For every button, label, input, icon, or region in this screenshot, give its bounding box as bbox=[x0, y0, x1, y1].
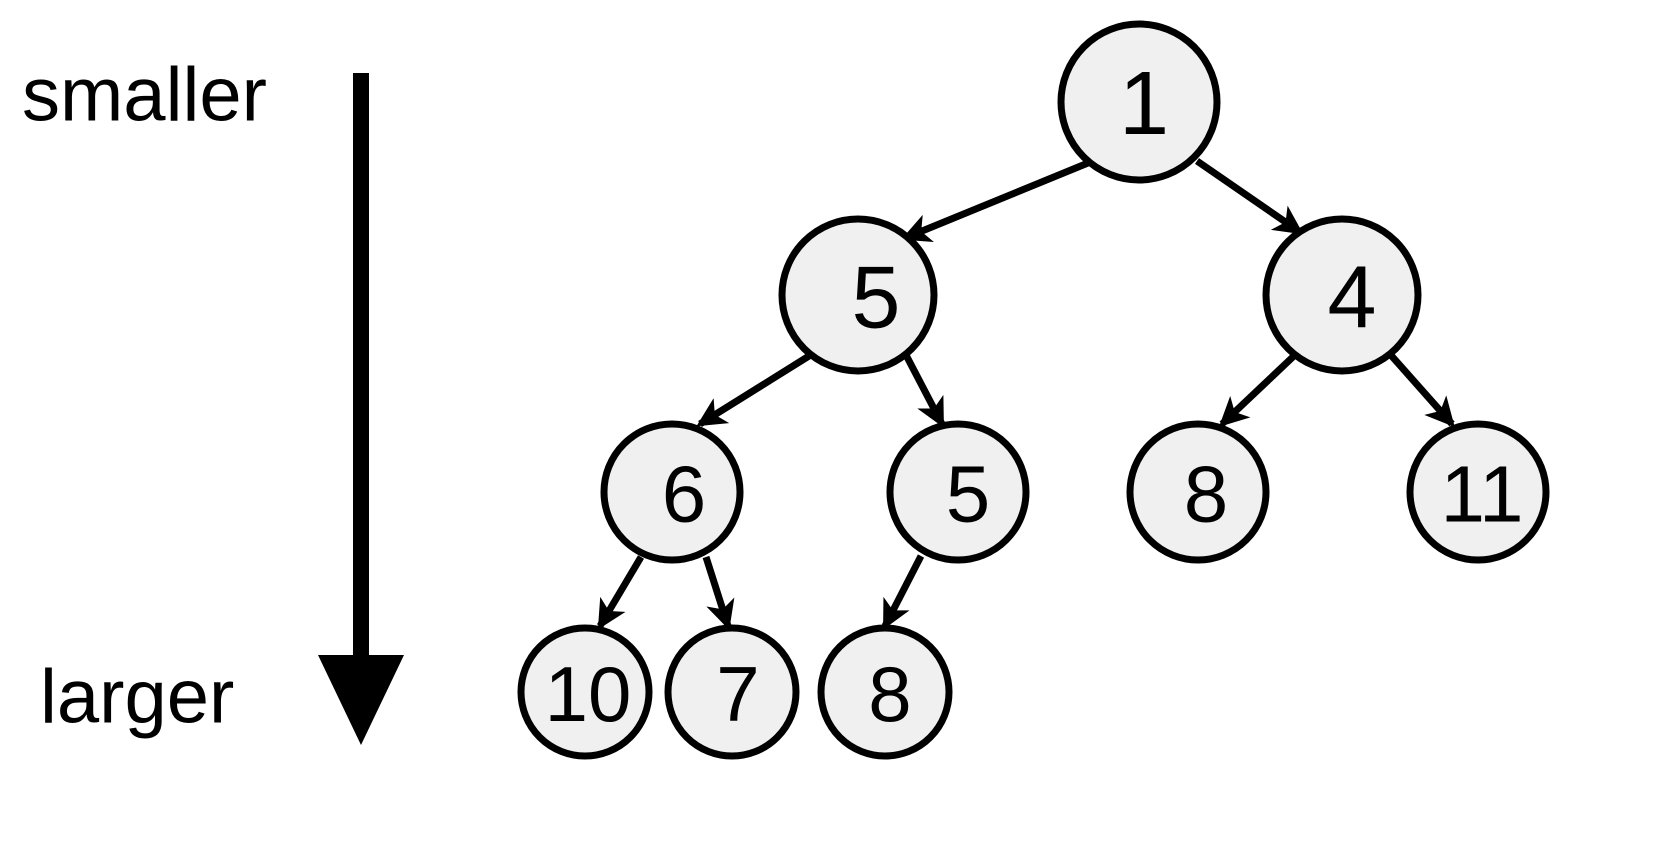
tree-node-1-circle[interactable] bbox=[1057, 20, 1221, 184]
edge-5-to-8 bbox=[881, 554, 925, 630]
edge-6-to-10 bbox=[596, 555, 645, 630]
tree-node-11-circle[interactable] bbox=[1406, 420, 1550, 564]
tree-node-4-label: 4 bbox=[1328, 248, 1377, 347]
tree-node-5-left[interactable]: 5 bbox=[778, 215, 938, 375]
tree-node-5-right[interactable]: 5 bbox=[886, 420, 1030, 564]
tree-node-8-mid[interactable]: 8 bbox=[1126, 420, 1270, 564]
edge-5-to-5 bbox=[902, 353, 946, 428]
tree-node-8-leaf-circle[interactable] bbox=[817, 624, 953, 760]
tree-node-8-leaf[interactable]: 8 bbox=[817, 624, 953, 760]
tree-node-5-right-label: 5 bbox=[946, 450, 991, 539]
tree-node-5-left-label: 5 bbox=[852, 248, 901, 347]
edge-5-to-6 bbox=[696, 353, 811, 427]
tree-node-5-right-circle[interactable] bbox=[886, 420, 1030, 564]
tree-node-1-label: 1 bbox=[1119, 54, 1169, 154]
tree-node-11-label: 11 bbox=[1440, 450, 1523, 539]
tree-edges bbox=[596, 158, 1455, 631]
axis-label-smaller: smaller bbox=[22, 53, 267, 138]
tree-node-10-label: 10 bbox=[545, 650, 632, 738]
tree-node-6[interactable]: 6 bbox=[600, 420, 744, 564]
tree-node-7-circle[interactable] bbox=[664, 624, 800, 760]
tree-nodes: 1 5 4 6 5 8 bbox=[517, 20, 1550, 760]
axis-label-larger: larger bbox=[40, 655, 234, 740]
tree-node-4[interactable]: 4 bbox=[1262, 215, 1422, 375]
tree-node-11[interactable]: 11 bbox=[1406, 420, 1550, 564]
edge-1-to-5 bbox=[901, 159, 1090, 243]
tree-node-1[interactable]: 1 bbox=[1057, 20, 1221, 184]
tree-node-8-mid-circle[interactable] bbox=[1126, 420, 1270, 564]
edge-6-to-7 bbox=[702, 555, 735, 631]
tree-node-10[interactable]: 10 bbox=[517, 624, 653, 760]
tree-node-5-left-circle[interactable] bbox=[778, 215, 938, 375]
tree-node-10-circle[interactable] bbox=[517, 624, 653, 760]
tree-node-8-mid-label: 8 bbox=[1184, 450, 1229, 539]
depth-ordering-axis: smaller larger bbox=[22, 53, 404, 745]
tree-node-6-label: 6 bbox=[662, 450, 707, 539]
tree-node-8-leaf-label: 8 bbox=[868, 650, 911, 738]
tree-node-4-circle[interactable] bbox=[1262, 215, 1422, 375]
edge-4-to-11 bbox=[1386, 350, 1455, 428]
edge-4-to-8 bbox=[1218, 351, 1299, 427]
depth-ordering-arrow-head bbox=[318, 655, 404, 745]
tree-node-6-circle[interactable] bbox=[600, 420, 744, 564]
edge-1-to-4 bbox=[1195, 158, 1304, 235]
tree-node-7-label: 7 bbox=[716, 650, 759, 738]
tree-node-7[interactable]: 7 bbox=[664, 624, 800, 760]
